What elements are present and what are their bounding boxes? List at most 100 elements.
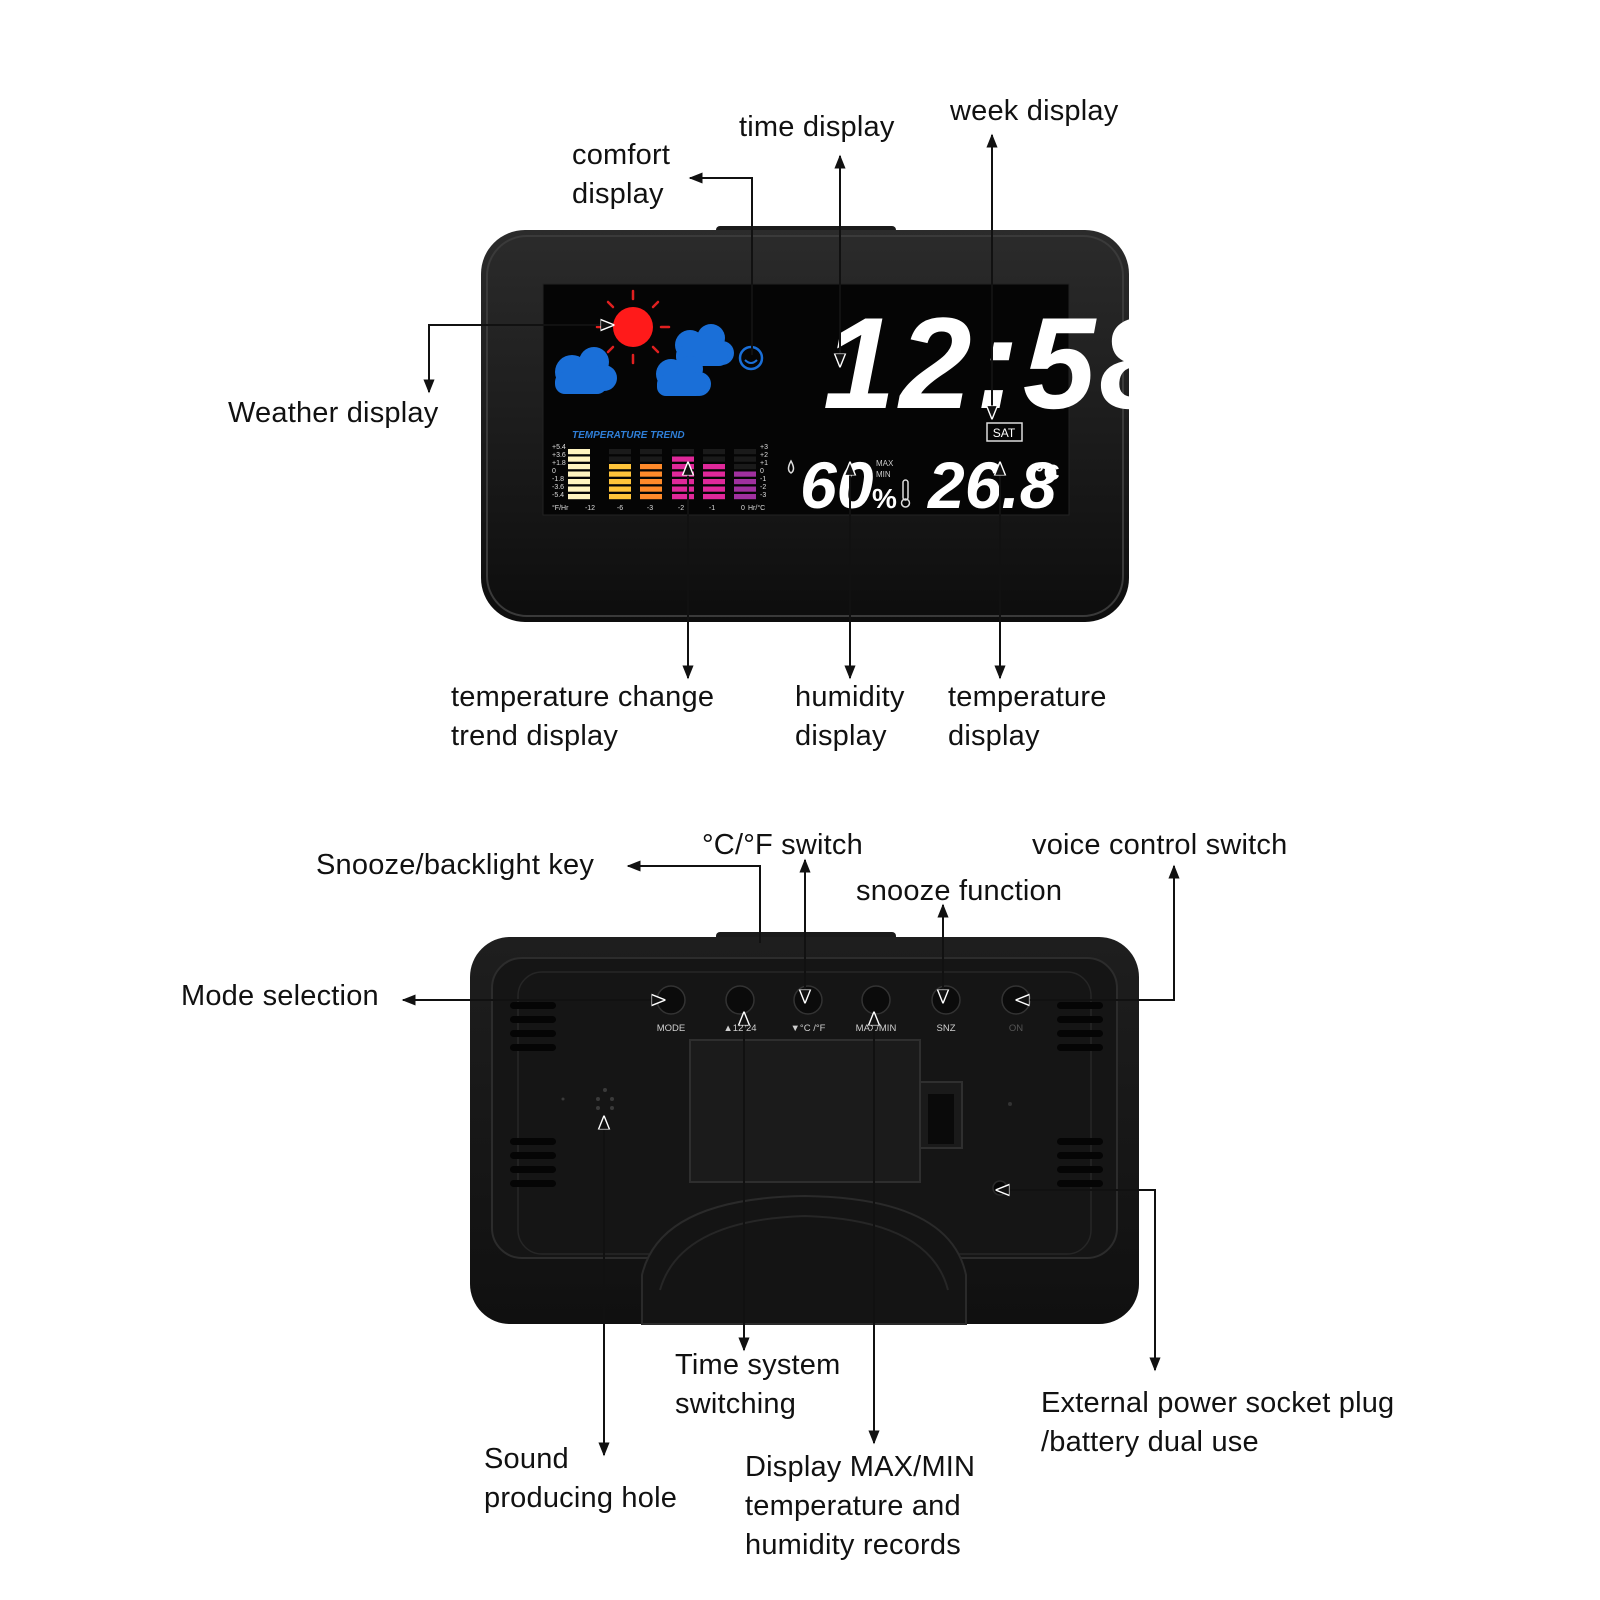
speaker-holes [561,1088,614,1110]
trend-left-tick: 0 [552,468,556,475]
trend-bar-segment [734,471,756,477]
trend-left-axis: +5.4+3.6+1.80-1.8-3.6-5.4 [552,444,566,499]
trend-bottom-tick: -12 [585,505,595,512]
callout-sound-producing-hole: Sound producing hole [484,1443,678,1514]
callout-trend-display: temperature change trend display [451,681,715,752]
trend-bottom-tick: 0 [741,505,745,512]
button-label: SNZ [937,1023,956,1034]
maxmin-button[interactable] [861,985,891,1015]
side-vent-left [510,1002,556,1187]
trend-bar-segment [609,464,631,470]
stand-kickstand [641,1194,967,1325]
humidity-readout: 60 [800,448,874,522]
button-label: ▼°C /°F [791,1023,826,1034]
trend-left-tick: +3.6 [552,452,566,459]
trend-right-unit: Hr/°C [748,504,765,512]
trend-left-unit: °F/Hr [552,504,569,512]
trend-bar-segment [640,479,662,485]
trend-bar-segment [703,464,725,470]
trend-bar-segment [672,479,694,485]
unit-switch-button[interactable] [793,985,823,1015]
humidity-unit: % [872,483,897,514]
button-label: ON [1009,1023,1023,1034]
trend-bar-segment [609,479,631,485]
trend-bar-segment [734,479,756,485]
button-label: MODE [657,1023,686,1034]
weekday-badge: SAT [986,422,1023,442]
callout-comfort-display: comfort display [572,139,671,210]
trend-left-tick: -1.8 [552,476,564,483]
trend-title: TEMPERATURE TREND [572,430,685,441]
callout-weather-display: Weather display [228,397,439,429]
trend-left-tick: -5.4 [552,492,564,499]
trend-bar-segment [568,449,590,455]
trend-bar-segment [734,464,756,470]
leader-power [997,1190,1155,1370]
trend-bar-segment [640,456,662,462]
trend-bar-segment [640,464,662,470]
alarm-bell-icon [908,387,920,399]
trend-left-tick: +5.4 [552,444,566,451]
trend-right-tick: +3 [760,444,768,451]
trend-bottom-tick: -2 [678,505,684,512]
callout-mode-selection: Mode selection [181,980,379,1012]
trend-bar-segment [703,486,725,492]
trend-bar-segment [609,486,631,492]
trend-left-tick: +1.8 [552,460,566,467]
leader-snooze-backlight [626,860,761,943]
thermometer-icon [900,479,911,508]
trend-right-tick: +2 [760,452,768,459]
temperature-unit: °C [1035,460,1060,485]
callout-external-power: External power socket plug /battery dual… [1041,1387,1395,1458]
trend-left-tick: -3.6 [552,484,564,491]
callout-snooze-backlight-key: Snooze/backlight key [316,849,595,881]
callout-snooze-function: snooze function [856,875,1063,907]
trend-bar-segment [640,471,662,477]
trend-bar-segment [672,456,694,462]
trend-bar-segment [609,494,631,500]
button-label: MAX/MIN [856,1023,897,1034]
battery-latch [919,1081,963,1149]
callout-time-display: time display [739,111,895,143]
trend-bar-segment [672,494,694,500]
trend-bar-segment [734,494,756,500]
callout-time-system-switching: Time system switching [675,1349,841,1420]
trend-bar-segment [640,494,662,500]
svg-text:SAT: SAT [993,426,1016,440]
trend-bottom-tick: -3 [647,505,653,512]
min-label: MIN [876,470,891,479]
trend-bar-segment [672,464,694,470]
trend-bar-segment [703,479,725,485]
trend-bar-segment [568,479,590,485]
callout-week-display: week display [950,95,1119,127]
callout-temperature-display: temperature display [948,681,1107,752]
trend-bar-segment [703,449,725,455]
trend-right-tick: +1 [760,460,768,467]
trend-bar-segment [672,449,694,455]
snooze-button[interactable] [931,985,961,1015]
trend-bar-segment [568,456,590,462]
callout-maxmin-records: Display MAX/MIN temperature and humidity… [745,1451,976,1561]
time-readout: 12:58 [823,290,1176,436]
leader-comfort [688,172,753,355]
time-format-button[interactable] [725,985,755,1015]
trend-bar-segment [640,486,662,492]
cloud-icon [656,356,711,396]
trend-bar-segment [703,494,725,500]
trend-bar-segment [568,471,590,477]
trend-right-axis: +3+2+10-1-2-3 [760,444,768,499]
trend-right-tick: 0 [760,468,764,475]
callout-humidity-display: humidity display [795,681,905,752]
battery-cover [689,1039,921,1183]
trend-right-tick: -3 [760,492,766,499]
trend-bar-segment [568,464,590,470]
leader-voice [1017,866,1174,1000]
leader-weather [429,325,613,392]
trend-bar-segment [703,471,725,477]
trend-bar-segment [734,449,756,455]
callout-voice-control-switch: voice control switch [1032,829,1288,861]
trend-bar-segment [640,449,662,455]
